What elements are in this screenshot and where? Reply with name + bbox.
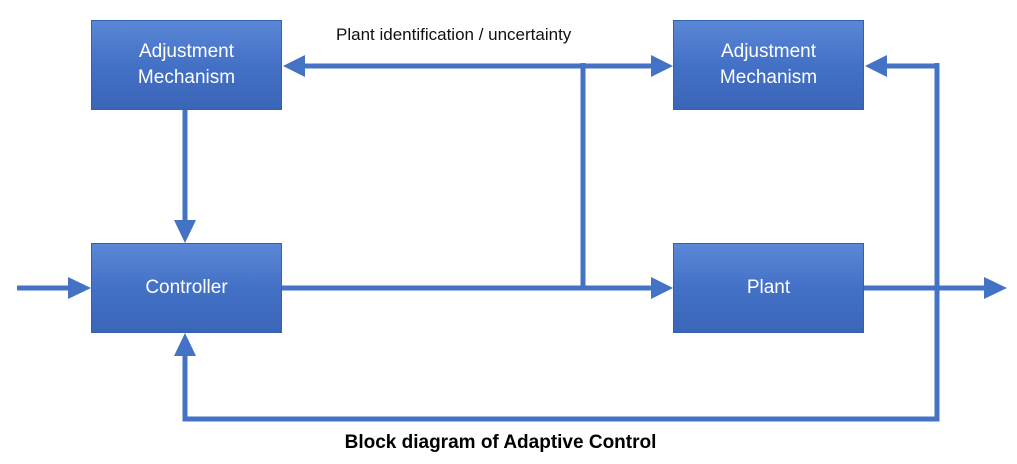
feedback-loop-line — [182, 63, 940, 422]
adjust-right-feedback-arrowhead — [865, 55, 887, 77]
controller-label: Controller — [145, 277, 228, 298]
controller-bottom-arrowhead — [174, 333, 196, 356]
diagram-caption: Block diagram of Adaptive Control — [0, 432, 1017, 454]
diagram-caption-text: Block diagram of Adaptive Control — [344, 432, 657, 453]
plant-input-arrowhead — [651, 277, 673, 299]
adjustment-mechanism-left-block: Adjustment Mechanism — [91, 20, 282, 110]
adjust-right-arrowhead — [651, 55, 673, 77]
input-arrowhead — [68, 277, 91, 299]
controller-block: Controller — [91, 243, 282, 333]
adjustment-mechanism-left-label: Adjustment Mechanism — [137, 41, 236, 88]
plant-block: Plant — [673, 243, 864, 333]
adjustment-mechanism-right-label: Adjustment Mechanism — [719, 41, 818, 88]
adjustment-mechanism-right-block: Adjustment Mechanism — [673, 20, 864, 110]
plant-identification-label: Plant identification / uncertainty — [336, 25, 572, 44]
output-arrowhead — [984, 277, 1007, 299]
adjust-left-arrowhead — [283, 55, 305, 77]
controller-top-arrowhead — [174, 220, 196, 243]
plant-label: Plant — [746, 277, 791, 298]
